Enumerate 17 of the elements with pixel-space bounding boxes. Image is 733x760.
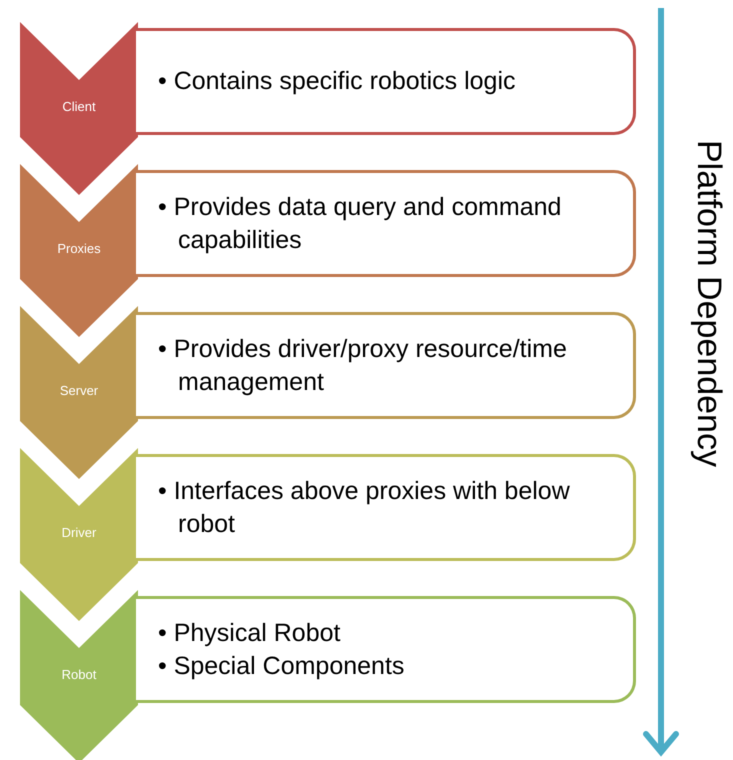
layer-label: Server [58,383,100,398]
layer-label: Robot [60,667,98,682]
axis-label: Platform Dependency [689,140,728,467]
description-box [136,596,636,703]
layer-label: Driver [60,525,98,540]
bullet-text: • Interfaces above proxies with below robot [158,476,571,540]
bullet-text: • Provides driver/proxy resource/time management [158,334,568,398]
description-box [136,28,636,135]
bullet-text: • Special Components [158,650,404,682]
layer-label: Proxies [56,241,102,256]
bullet-text: • Physical Robot [158,618,342,649]
description-box [136,170,636,277]
description-box [136,454,636,561]
bullet-text: • Provides data query and command capabilities [158,192,562,256]
bullet-text: • Contains specific robotics logic [158,66,516,98]
description-box [136,312,636,419]
layer-label: Client [61,99,97,114]
